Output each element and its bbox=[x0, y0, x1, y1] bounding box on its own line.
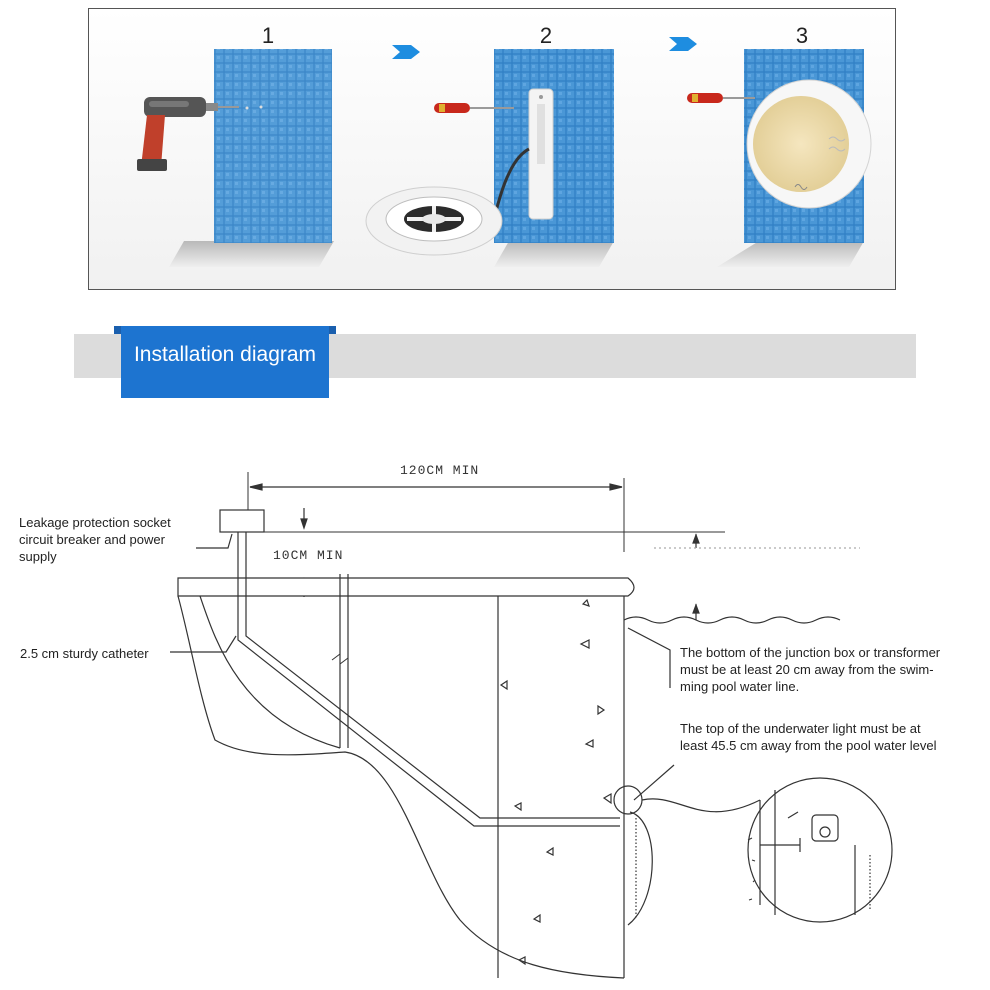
step-3-number: 3 bbox=[795, 23, 809, 48]
step-1-wall bbox=[169, 49, 334, 267]
step-2-wall bbox=[494, 49, 614, 267]
electric-drill-icon bbox=[137, 97, 263, 171]
mounting-bracket bbox=[528, 88, 554, 220]
light-depth-callout: The top of the underwater light must be … bbox=[680, 721, 937, 753]
screwdriver-icon bbox=[687, 93, 755, 103]
junction-box-callout: The bottom of the junction box or transf… bbox=[680, 645, 941, 694]
catheter-callout: 2.5 cm sturdy catheter bbox=[20, 646, 149, 661]
steps-illustration bbox=[137, 37, 872, 267]
light-base-ring bbox=[365, 186, 503, 256]
chevron-right-icon bbox=[669, 37, 697, 51]
screwdriver-icon bbox=[434, 103, 514, 113]
step-2-number: 2 bbox=[539, 23, 553, 48]
dimension-horizontal-label: 120CM MIN bbox=[400, 463, 480, 478]
installation-steps-panel: 1 2 3 bbox=[88, 8, 896, 290]
dimension-vertical-label: 10CM MIN bbox=[273, 548, 344, 563]
step-1-number: 1 bbox=[261, 23, 275, 48]
pool-light-icon bbox=[746, 79, 872, 209]
chevron-right-icon bbox=[392, 45, 420, 59]
section-banner-tab bbox=[121, 326, 329, 398]
section-title: Installation diagram bbox=[133, 343, 317, 366]
installation-diagram bbox=[170, 472, 893, 979]
socket-callout: Leakage protection socket circuit breake… bbox=[19, 515, 171, 564]
